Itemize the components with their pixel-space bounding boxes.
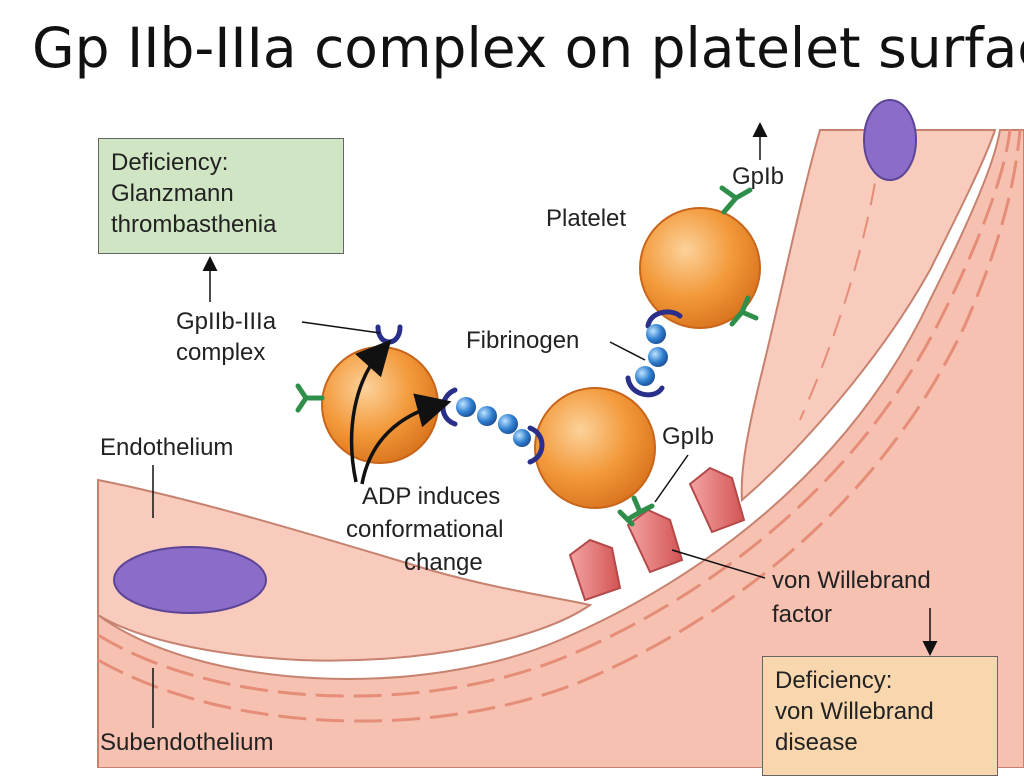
platelet-left: [321, 346, 439, 464]
fibrinogen-bead: [635, 366, 655, 386]
nucleus-right: [863, 99, 917, 181]
endothelium-striation-right: [799, 149, 881, 421]
gpIIbIIIa-arc-left-right: [440, 387, 458, 427]
glanzmann-label: Glanzmann: [111, 180, 234, 208]
gpIb-receptor-bottom: [617, 509, 635, 527]
gpIIbIIIa-arc-top-bottom: [645, 309, 683, 329]
deficiency-vwd-box: Deficiency: von Willebrand disease: [762, 656, 998, 776]
adp-arrow-up: [349, 339, 392, 483]
endothelium-cell-right: [740, 129, 997, 503]
disease-label: disease: [775, 729, 858, 757]
vwf-arrow-2: [626, 508, 684, 574]
fibrinogen-bead: [513, 429, 531, 447]
fibrinogen-bead: [498, 414, 518, 434]
von-willebrand-factor-arrows: [568, 466, 746, 602]
leader-gpIIbIIIa: [301, 321, 381, 334]
fibrinogen-bead: [477, 406, 497, 426]
gpIb-receptor-middle: [627, 495, 655, 521]
deficiency-label: Deficiency:: [111, 149, 229, 176]
fibrinogen-bead: [648, 347, 668, 367]
gpIb-receptor-platelet-right: [729, 295, 759, 327]
gpIIbIIIa-complex-label: complex: [176, 339, 266, 366]
von-willebrand-label: von Willebrand: [775, 698, 934, 726]
adp-arrow-right: [360, 393, 452, 485]
endothelium-cell-left: [97, 478, 593, 662]
leader-fibrinogen: [609, 341, 646, 361]
fibrinogen-bead: [456, 397, 476, 417]
gpIIbIIIa-arc-top: [375, 324, 403, 345]
platelet-label: Platelet: [546, 205, 627, 232]
gpIIbIIIa-arc-middle-top: [625, 375, 665, 398]
fibrinogen-chain-horizontal: [456, 397, 531, 447]
gpIb-receptor-top: [719, 185, 753, 215]
vwf-arrow-1: [568, 538, 622, 602]
gpIb-receptor-left: [295, 383, 325, 413]
subendothelium-layer: [97, 129, 1024, 768]
gpIb-top-label: GpIb: [732, 163, 785, 190]
slide-title: Gp IIb-IIIa complex on platelet surfac: [32, 16, 1024, 80]
fibrinogen-bead: [646, 324, 666, 344]
gpIIbIIIa-arc-middle-left: [527, 425, 545, 465]
thrombasthenia-label: thrombasthenia: [111, 211, 277, 239]
adp-label-line3: change: [404, 549, 483, 576]
leader-gpIb-mid: [654, 454, 689, 503]
deficiency-glanzmann-box: Deficiency: Glanzmann thrombasthenia: [98, 138, 344, 254]
leader-lines: [152, 122, 938, 728]
gpIIbIIIa-label: GpIIb-IIIa: [176, 308, 277, 335]
subendothelium-label: Subendothelium: [100, 729, 274, 756]
gpIb-mid-label: GpIb: [662, 423, 715, 450]
nucleus-left: [113, 546, 267, 614]
fibrinogen-chain-vertical: [635, 324, 668, 386]
adp-label-line2: conformational: [346, 516, 504, 543]
vwf-label-line2: factor: [772, 601, 833, 628]
platelet-top: [639, 207, 761, 329]
leader-vwf: [671, 549, 766, 579]
vessel-wall: [97, 129, 1024, 768]
deficiency-label: Deficiency:: [775, 667, 893, 694]
adp-label-line1: ADP induces: [362, 483, 501, 510]
subendothelium-band-2: [97, 129, 1022, 723]
fibrinogen-label: Fibrinogen: [466, 327, 580, 354]
endothelium-label: Endothelium: [100, 434, 234, 461]
vwf-label-line1: von Willebrand: [772, 567, 931, 594]
vwf-arrow-3: [688, 466, 746, 534]
platelet-middle: [534, 387, 656, 509]
gpIb-receptors: [295, 185, 759, 527]
subendothelium-band: [97, 129, 1012, 698]
